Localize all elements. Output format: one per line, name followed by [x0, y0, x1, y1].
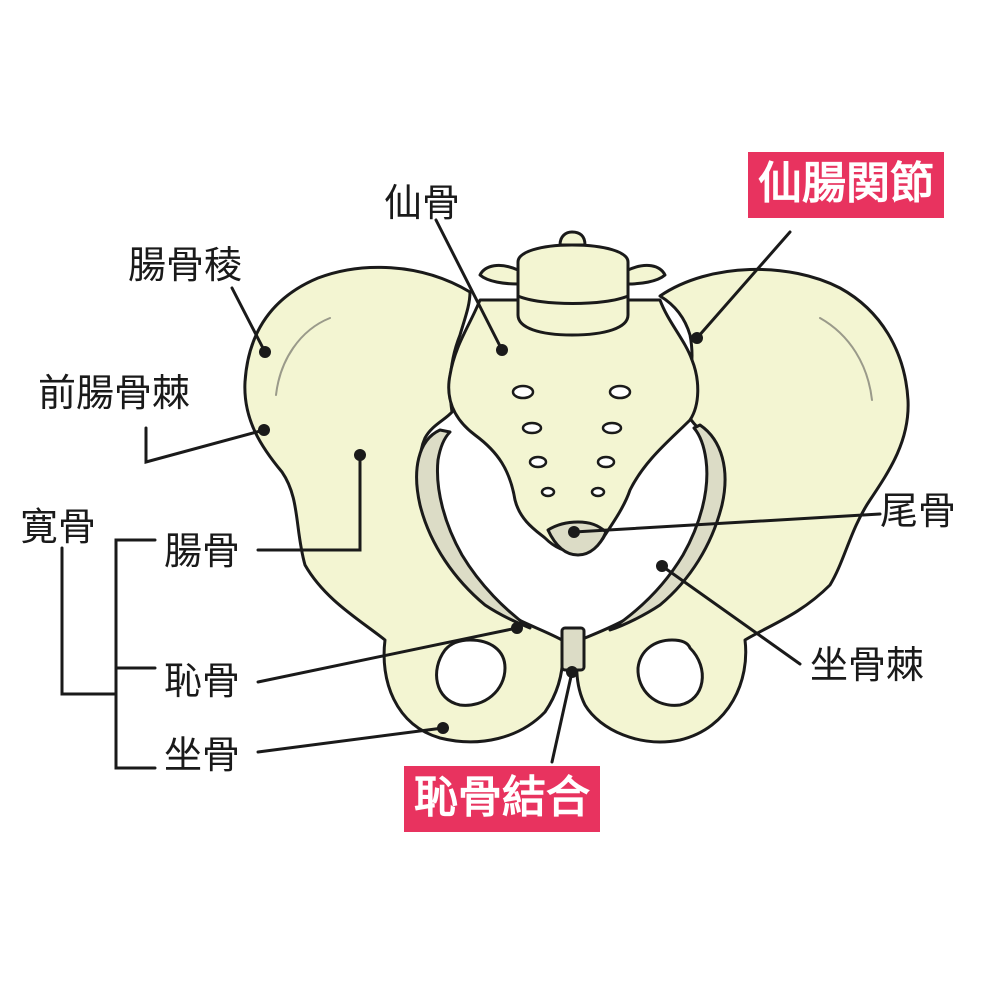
label-hip-bone: 寛骨 [20, 505, 97, 549]
leader-sacrum [434, 218, 504, 352]
leader-pubis [256, 626, 519, 684]
label-sacroiliac-joint: 仙腸関節 [748, 152, 944, 218]
leader-ischial-spine [660, 564, 802, 666]
leader-iliac-crest [230, 286, 267, 354]
leader-ischium [256, 726, 445, 754]
right-obturator-foramen [636, 638, 704, 707]
right-pelvic-brim [608, 423, 727, 632]
leader-sacroiliac-joint [695, 230, 792, 340]
leader-coccyx [572, 512, 882, 534]
label-iliac-crest: 腸骨稜 [128, 243, 243, 287]
hip-bone-bracket [60, 546, 118, 696]
left-hip-bone [243, 265, 565, 744]
label-ischium: 坐骨 [164, 733, 241, 777]
label-anterior-iliac-spine: 前腸骨棘 [38, 371, 191, 415]
sacrum-bone [447, 298, 700, 554]
label-ischial-spine: 坐骨棘 [810, 643, 925, 687]
left-pelvic-brim [415, 428, 532, 630]
leader-pubic-symphysis [550, 670, 574, 764]
label-ilium: 腸骨 [164, 529, 241, 573]
leader-ilium [256, 453, 362, 552]
pubic-symphysis-disc [560, 626, 586, 672]
vertebra-body [516, 243, 630, 337]
label-pubic-symphysis: 恥骨結合 [404, 766, 600, 832]
label-sacrum: 仙骨 [384, 181, 461, 225]
label-coccyx: 尾骨 [880, 489, 957, 533]
leader-anterior-iliac-spine [144, 426, 266, 464]
label-pubis: 恥骨 [164, 659, 241, 703]
